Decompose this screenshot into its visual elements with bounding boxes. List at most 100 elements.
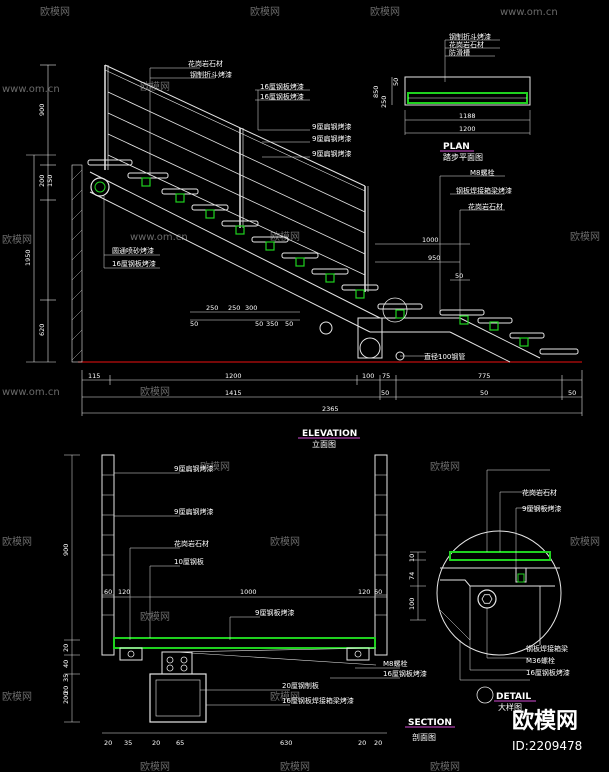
- elev-dim-right-1000: 1000: [422, 236, 439, 244]
- elev-dim-200: 200: [38, 175, 46, 187]
- watermark-brand: 欧模网: [2, 691, 32, 703]
- detail-label-m36-bolt: M36螺栓: [526, 656, 555, 665]
- sec-label-16mm-plate: 16厘钢板烤漆: [383, 669, 427, 678]
- sec-label-20mm-plate: 20厘钢制板: [282, 681, 319, 690]
- plan-dim-50: 50: [392, 78, 400, 86]
- elev-dim-bot-1200: 1200: [225, 372, 242, 380]
- elev-label-steel-plate-1: 16厘钢板烤漆: [260, 82, 304, 91]
- detail-dim-10: 10: [408, 554, 416, 562]
- watermark-logo: 欧模网: [512, 708, 578, 734]
- watermark-brand: 欧模网: [140, 761, 170, 772]
- elev-dim-bot-1415: 1415: [225, 389, 242, 397]
- elev-dim-mid-250b: 250: [228, 304, 240, 312]
- elev-dim-bot-50b: 50: [480, 389, 488, 397]
- watermark-id: ID:2209478: [512, 739, 582, 753]
- watermark-brand: 欧模网: [570, 536, 600, 548]
- elev-dim-mid-250a: 250: [206, 304, 218, 312]
- sec-dim-v200: 200: [62, 692, 70, 704]
- sec-dim-b35a: 35: [124, 739, 132, 747]
- watermark-brand: 欧模网: [270, 691, 300, 703]
- sec-dim-b630: 630: [280, 739, 292, 747]
- elev-dim-bot-115: 115: [88, 372, 100, 380]
- elev-dim-bot-75: 75: [382, 372, 390, 380]
- section-title: SECTION: [408, 718, 452, 728]
- elev-label-granite-2: 花岗岩石材: [468, 202, 503, 211]
- elevation-subtitle: 立面图: [312, 439, 336, 449]
- sec-dim-b20d: 20: [374, 739, 382, 747]
- plan-subtitle: 踏步平面图: [443, 152, 483, 162]
- detail-dim-74: 74: [408, 572, 416, 580]
- elev-dim-150: 150: [46, 175, 54, 187]
- watermark-brand: 欧模网: [200, 461, 230, 473]
- sec-label-flat-steel-1: 9厘扁钢烤漆: [174, 464, 213, 473]
- watermark-brand: 欧模网: [270, 536, 300, 548]
- detail-title: DETAIL: [496, 692, 531, 702]
- elev-label-m8-bolt: M8螺栓: [470, 168, 495, 177]
- elev-label-flat-steel-1: 9厘扁钢烤漆: [312, 122, 351, 131]
- sec-dim-60b: 60: [374, 588, 382, 596]
- section-subtitle: 剖面图: [412, 732, 436, 742]
- sec-label-flat-steel-2: 9厘扁钢烤漆: [174, 507, 213, 516]
- sec-dim-b20c: 20: [358, 739, 366, 747]
- elev-dim-620: 620: [38, 324, 46, 336]
- sec-dim-v35: 35: [62, 674, 70, 682]
- watermark-brand: 欧模网: [140, 611, 170, 623]
- sec-dim-120a: 120: [118, 588, 130, 596]
- detail-label-box-beam: 钢板焊接箱梁: [526, 644, 568, 653]
- sec-label-box-beam: 16厘钢板焊接箱梁烤漆: [282, 696, 354, 705]
- elev-dim-mid-50a: 50: [190, 320, 198, 328]
- sec-dim-120b: 120: [358, 588, 370, 596]
- sec-dim-v20: 20: [62, 644, 70, 652]
- sec-dim-b20a: 20: [104, 739, 112, 747]
- watermark-brand: 欧模网: [570, 231, 600, 243]
- sec-label-granite: 花岗岩石材: [174, 539, 209, 548]
- sec-label-10mm-plate: 10厘钢板: [174, 557, 204, 566]
- elev-label-steel-plate-3: 16厘钢板烤漆: [112, 259, 156, 268]
- detail-dim-100: 100: [408, 598, 416, 610]
- elev-dim-right-50: 50: [455, 272, 463, 280]
- elev-dim-mid-350: 350: [266, 320, 278, 328]
- detail-view: 花岗岩石材 9厘钢板烤漆 钢板焊接箱梁 M36螺栓 16厘钢板烤漆 10 74 …: [408, 469, 570, 712]
- section-view: 9厘扁钢烤漆 9厘扁钢烤漆 花岗岩石材 10厘钢板 9厘钢板烤漆 M8螺栓 16…: [62, 454, 455, 747]
- elev-dim-mid-50b: 50: [255, 320, 263, 328]
- detail-label-16mm-plate: 16厘钢板烤漆: [526, 668, 570, 677]
- elev-label-box-beam: 钢板焊接箱梁烤漆: [456, 186, 512, 195]
- sec-label-9mm-plate: 9厘钢板烤漆: [255, 608, 294, 617]
- plan-label-folded-tread: 钢制折斗烤漆: [449, 32, 491, 41]
- plan-dim-1188: 1188: [459, 112, 476, 120]
- elev-dim-bot-50c: 50: [568, 389, 576, 397]
- elev-dim-900: 900: [38, 104, 46, 116]
- detail-label-granite: 花岗岩石材: [522, 488, 557, 497]
- elev-dim-mid-300: 300: [245, 304, 257, 312]
- watermark-brand: 欧模网: [2, 536, 32, 548]
- elev-label-flat-steel-2: 9厘扁钢烤漆: [312, 134, 351, 143]
- sec-dim-b20b: 20: [152, 739, 160, 747]
- plan-dim-850: 850: [372, 86, 380, 98]
- watermark-layer: 欧模网 欧模网 欧模网 www.om.cn 欧模网 www.om.cn 欧模网 …: [2, 6, 600, 772]
- elev-label-steel-plate-2: 16厘钢板烤漆: [260, 92, 304, 101]
- plan-label-antislip: 防滑槽: [449, 48, 470, 57]
- sec-dim-1000: 1000: [240, 588, 257, 596]
- elev-dim-bot-100: 100: [362, 372, 374, 380]
- watermark-brand: 欧模网: [370, 6, 400, 18]
- detail-subtitle: 大样图: [498, 702, 522, 712]
- watermark-brand: 欧模网: [430, 461, 460, 473]
- watermark-brand: 欧模网: [140, 81, 170, 93]
- watermark-brand: 欧模网: [40, 6, 70, 18]
- watermark-brand: 欧模网: [430, 761, 460, 772]
- watermark-site: www.om.cn: [500, 7, 558, 18]
- elev-label-folded-tread: 钢制折斗烤漆: [190, 70, 232, 79]
- plan-title: PLAN: [443, 142, 470, 152]
- elev-dim-mid-50c: 50: [285, 320, 293, 328]
- elevation-view: 花岗岩石材 钢制折斗烤漆 16厘钢板烤漆 16厘钢板烤漆 9厘扁钢烤漆 9厘扁钢…: [24, 59, 583, 449]
- elev-label-pipe-100: 直径100钢管: [424, 352, 465, 361]
- elev-label-granite: 花岗岩石材: [188, 59, 223, 68]
- watermark-brand: 欧模网: [140, 386, 170, 398]
- elev-dim-bot-50a: 50: [381, 389, 389, 397]
- sec-dim-b65: 65: [176, 739, 184, 747]
- watermark-site: www.om.cn: [2, 387, 60, 398]
- sec-dim-v40: 40: [62, 660, 70, 668]
- elev-dim-bot-775: 775: [478, 372, 490, 380]
- plan-dim-250: 250: [380, 96, 388, 108]
- watermark-site: www.om.cn: [130, 232, 188, 243]
